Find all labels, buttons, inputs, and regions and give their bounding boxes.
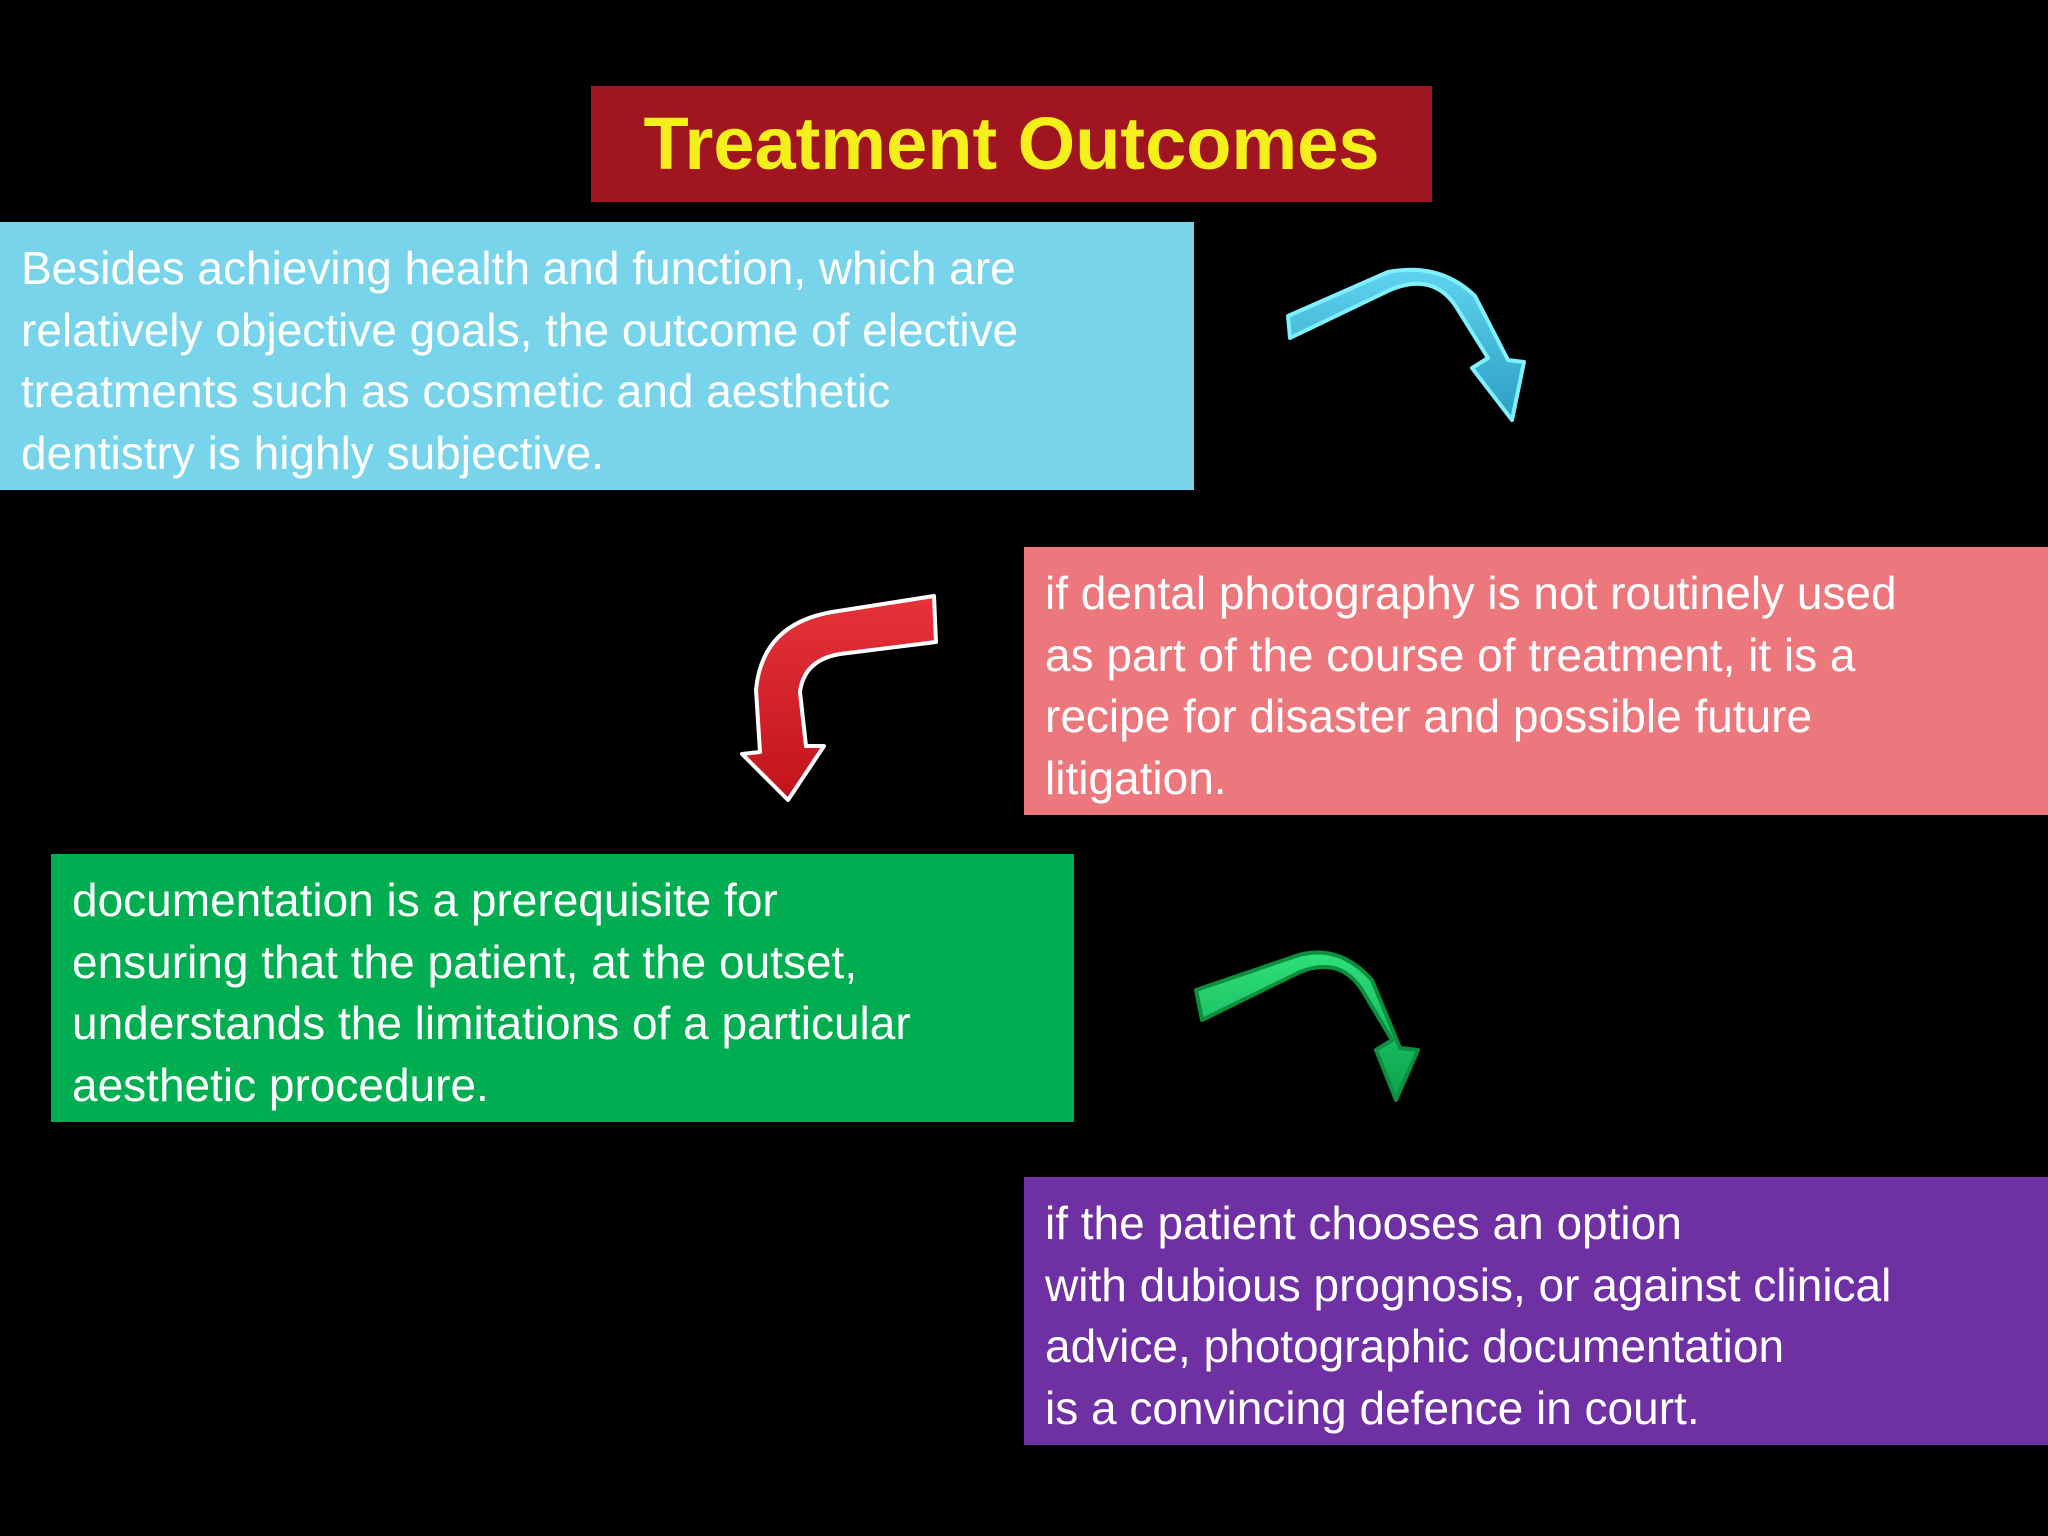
curved-arrow-blue-icon (1286, 267, 1526, 422)
step-box-3: documentation is a prerequisite for ensu… (51, 854, 1074, 1122)
title-box: Treatment Outcomes (591, 86, 1432, 202)
step-text-4: if the patient chooses an option with du… (1045, 1197, 1892, 1434)
curved-arrow-red-icon (740, 594, 938, 802)
step-text-1: Besides achieving health and function, w… (21, 242, 1019, 479)
step-text-3: documentation is a prerequisite for ensu… (72, 874, 911, 1111)
step-text-2: if dental photography is not routinely u… (1045, 567, 1897, 804)
step-box-1: Besides achieving health and function, w… (0, 222, 1194, 490)
step-box-2: if dental photography is not routinely u… (1024, 547, 2048, 815)
step-box-4: if the patient chooses an option with du… (1024, 1177, 2048, 1445)
page-title: Treatment Outcomes (643, 102, 1380, 185)
curved-arrow-green-icon (1194, 950, 1420, 1102)
